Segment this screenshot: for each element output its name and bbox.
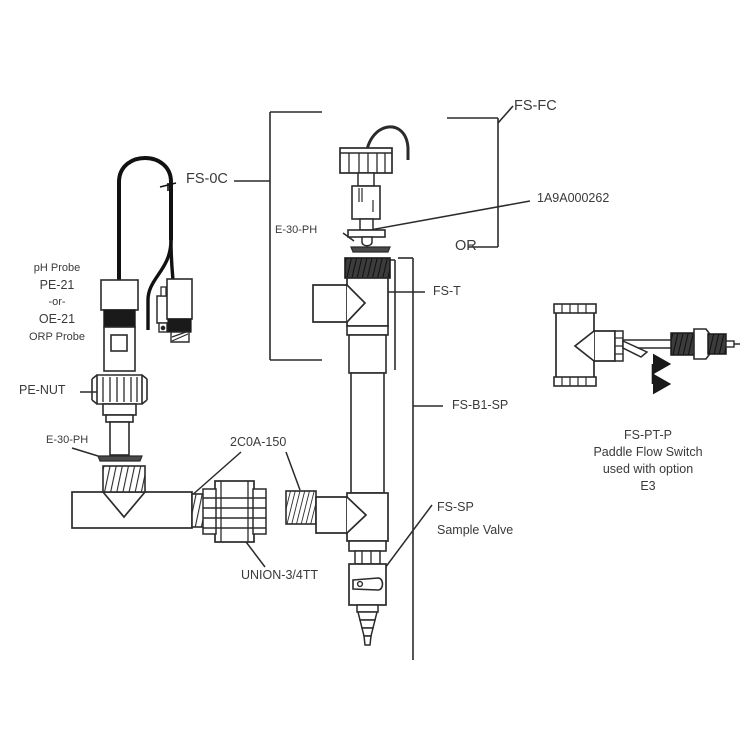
label-pe-nut: PE-NUT xyxy=(19,383,66,397)
nipple-2c0a-150 xyxy=(285,490,317,525)
label-paddle-flow-switch: Paddle Flow Switch xyxy=(593,445,703,459)
label-1a9a000262: 1A9A000262 xyxy=(537,191,610,205)
union-fitting xyxy=(202,480,267,543)
label-or-divider: -or- xyxy=(48,296,66,308)
label-orp-probe: ORP Probe xyxy=(28,331,86,343)
label-fs-pt-p: FS-PT-P xyxy=(624,428,672,442)
label-e-30-ph-top: E-30-PH xyxy=(275,224,318,236)
label-ph-probe: pH Probe xyxy=(33,262,81,274)
leader-2c0a-150 xyxy=(189,451,301,498)
label-fs-t: FS-T xyxy=(433,284,461,298)
label-sample-valve: Sample Valve xyxy=(437,523,514,537)
label-e-30-ph-left: E-30-PH xyxy=(46,434,89,446)
label-union-3-4tt: UNION-3/4TT xyxy=(241,568,319,582)
label-fs-0c: FS-0C xyxy=(186,171,228,187)
label-used-with-option: used with option xyxy=(602,462,694,476)
label-oe-21: OE-21 xyxy=(38,312,76,326)
label-option-e3: E3 xyxy=(640,479,656,493)
leader-fs-b1-sp xyxy=(398,257,443,660)
flow-cell-fs-fc xyxy=(339,125,410,253)
label-fs-sp: FS-SP xyxy=(437,500,474,514)
leader-fs-0c xyxy=(234,111,322,361)
label-fs-b1-sp: FS-B1-SP xyxy=(452,398,509,412)
leader-fs-fc xyxy=(447,105,514,248)
main-column-assembly xyxy=(312,257,391,646)
label-2c0a-150: 2C0A-150 xyxy=(230,435,287,449)
leader-e30ph-left xyxy=(71,447,99,457)
label-or: OR xyxy=(455,238,477,254)
label-fs-fc: FS-FC xyxy=(514,98,557,114)
leader-fs-sp xyxy=(384,504,433,569)
left-tee-fitting xyxy=(71,465,225,529)
paddle-flow-switch xyxy=(553,303,740,395)
leader-1a9a xyxy=(369,200,531,231)
ph-probe-assembly xyxy=(91,156,193,462)
label-pe-21: PE-21 xyxy=(39,278,75,292)
